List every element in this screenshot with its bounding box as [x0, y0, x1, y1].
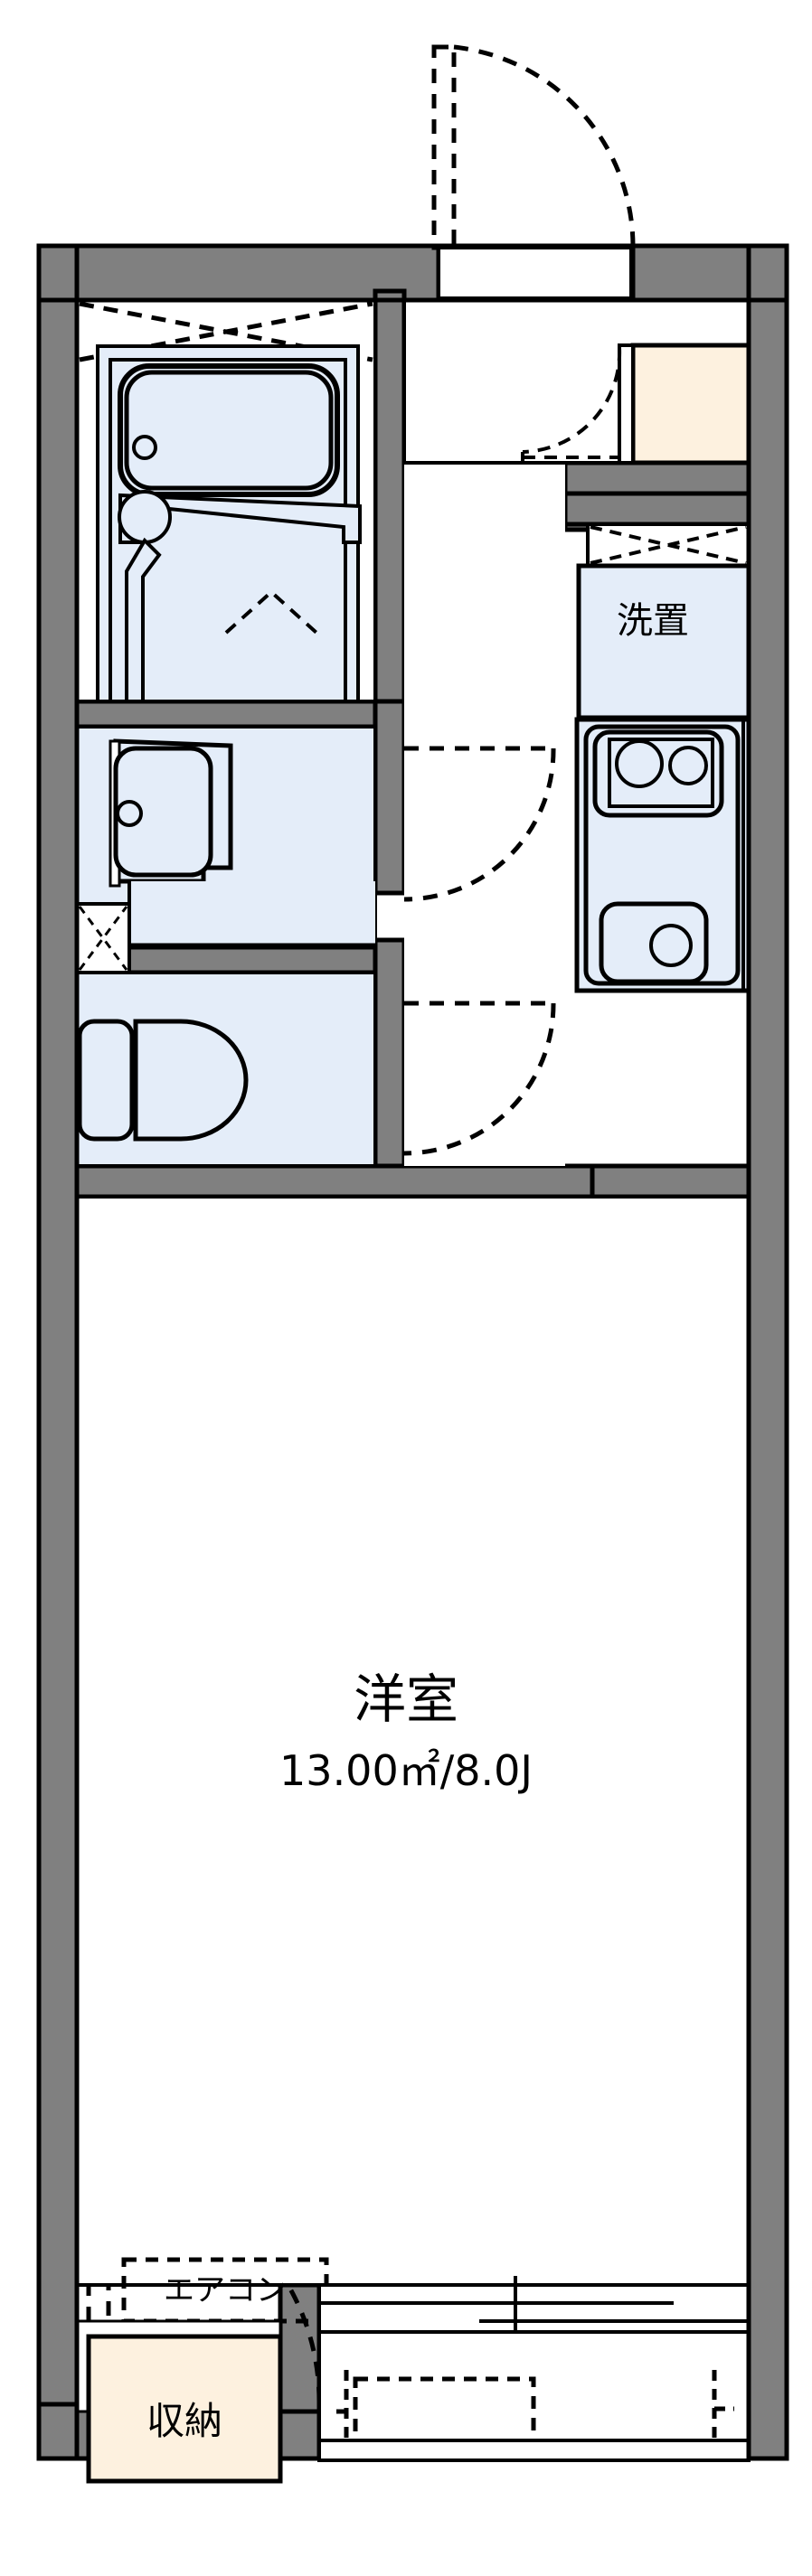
stove-burner-small [668, 746, 708, 785]
bath-door-swing [403, 746, 556, 902]
balcony-partition-right [712, 2370, 734, 2454]
sink-drain [649, 924, 693, 967]
washing-machine-space: 洗置 [576, 522, 751, 720]
laundry-space-label: 洗置 [617, 600, 689, 642]
unit-bath [75, 298, 377, 703]
kitchen [574, 717, 751, 993]
closet-label: 収納 [146, 2399, 222, 2443]
closet: 収納 [75, 2319, 283, 2484]
toilet-room [75, 971, 377, 1168]
main-room-label: 洋室 [354, 1669, 458, 1730]
balcony-partition-left [336, 2370, 355, 2454]
air-conditioner-label: エアコン [164, 2272, 287, 2308]
balcony-railing [317, 2439, 751, 2462]
entrance-threshold [437, 246, 633, 300]
toilet-door-swing [403, 1001, 556, 1156]
balcony [317, 2276, 751, 2462]
washroom [75, 725, 377, 974]
main-room-area: 13.00㎡/8.0J [279, 1746, 533, 1795]
entrance-hall [402, 244, 751, 1166]
shoe-cabinet [630, 343, 751, 465]
stove-burner-large [615, 739, 664, 788]
air-conditioner: エアコン [121, 2257, 329, 2324]
main-room: 洋室 13.00㎡/8.0J [75, 1195, 751, 2287]
